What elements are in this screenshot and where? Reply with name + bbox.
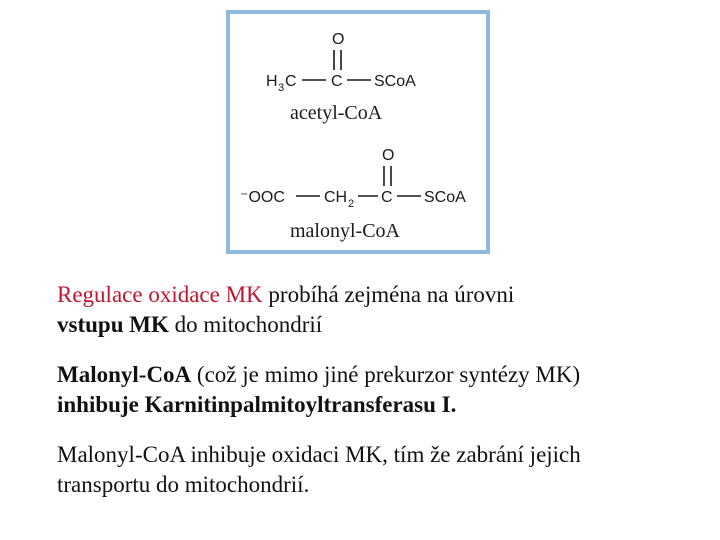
malonyl-coa-label: malonyl-CoA [290, 220, 401, 242]
malonyl-ch2-subscript: 2 [348, 198, 354, 210]
malonyl-carbonyl-carbon: C [381, 189, 393, 206]
p2-text: (což je mimo jiné prekurzor syntézy MK) [191, 362, 581, 387]
malonyl-oxygen: O [382, 147, 394, 164]
p1-highlight: Regulace oxidace MK [57, 282, 263, 307]
acetyl-h3c-c: C [285, 73, 297, 90]
p3-line-1: Malonyl-CoA inhibuje oxidaci MK, tím že … [57, 442, 581, 467]
paragraph-inhibition: Malonyl-CoA inhibuje oxidaci MK, tím že … [57, 440, 707, 500]
acetyl-scoa: SCoA [374, 73, 416, 90]
malonyl-carboxylate: ⁻OOC [240, 189, 285, 206]
acetyl-h3c-subscript: 3 [278, 82, 284, 94]
p3-line-2: transportu do mitochondrií. [57, 472, 310, 497]
p1-bold: vstupu MK [57, 312, 169, 337]
acetyl-coa-label: acetyl-CoA [290, 102, 383, 124]
structure-figure: O H 3 C C SCoA acetyl-CoA O ⁻OOC CH 2 C … [226, 10, 490, 254]
p2-bold: Malonyl-CoA [57, 362, 192, 387]
paragraph-malonyl: Malonyl-CoA (což je mimo jiné prekurzor … [57, 360, 707, 420]
p1-text: probíhá zejména na úrovni [262, 282, 515, 307]
malonyl-ch2-ch: CH [324, 189, 347, 206]
malonyl-scoa: SCoA [424, 189, 466, 206]
structure-diagram: O H 3 C C SCoA acetyl-CoA O ⁻OOC CH 2 C … [240, 31, 466, 242]
acetyl-oxygen: O [332, 31, 344, 48]
acetyl-h3c-h: H [266, 73, 278, 90]
p1-text-end: do mitochondrií [168, 312, 323, 337]
p2-bold-line: inhibuje Karnitinpalmitoyltransferasu I. [57, 392, 457, 417]
acetyl-carbonyl-carbon: C [331, 73, 343, 90]
paragraph-regulation: Regulace oxidace MK probíhá zejména na ú… [57, 280, 707, 340]
